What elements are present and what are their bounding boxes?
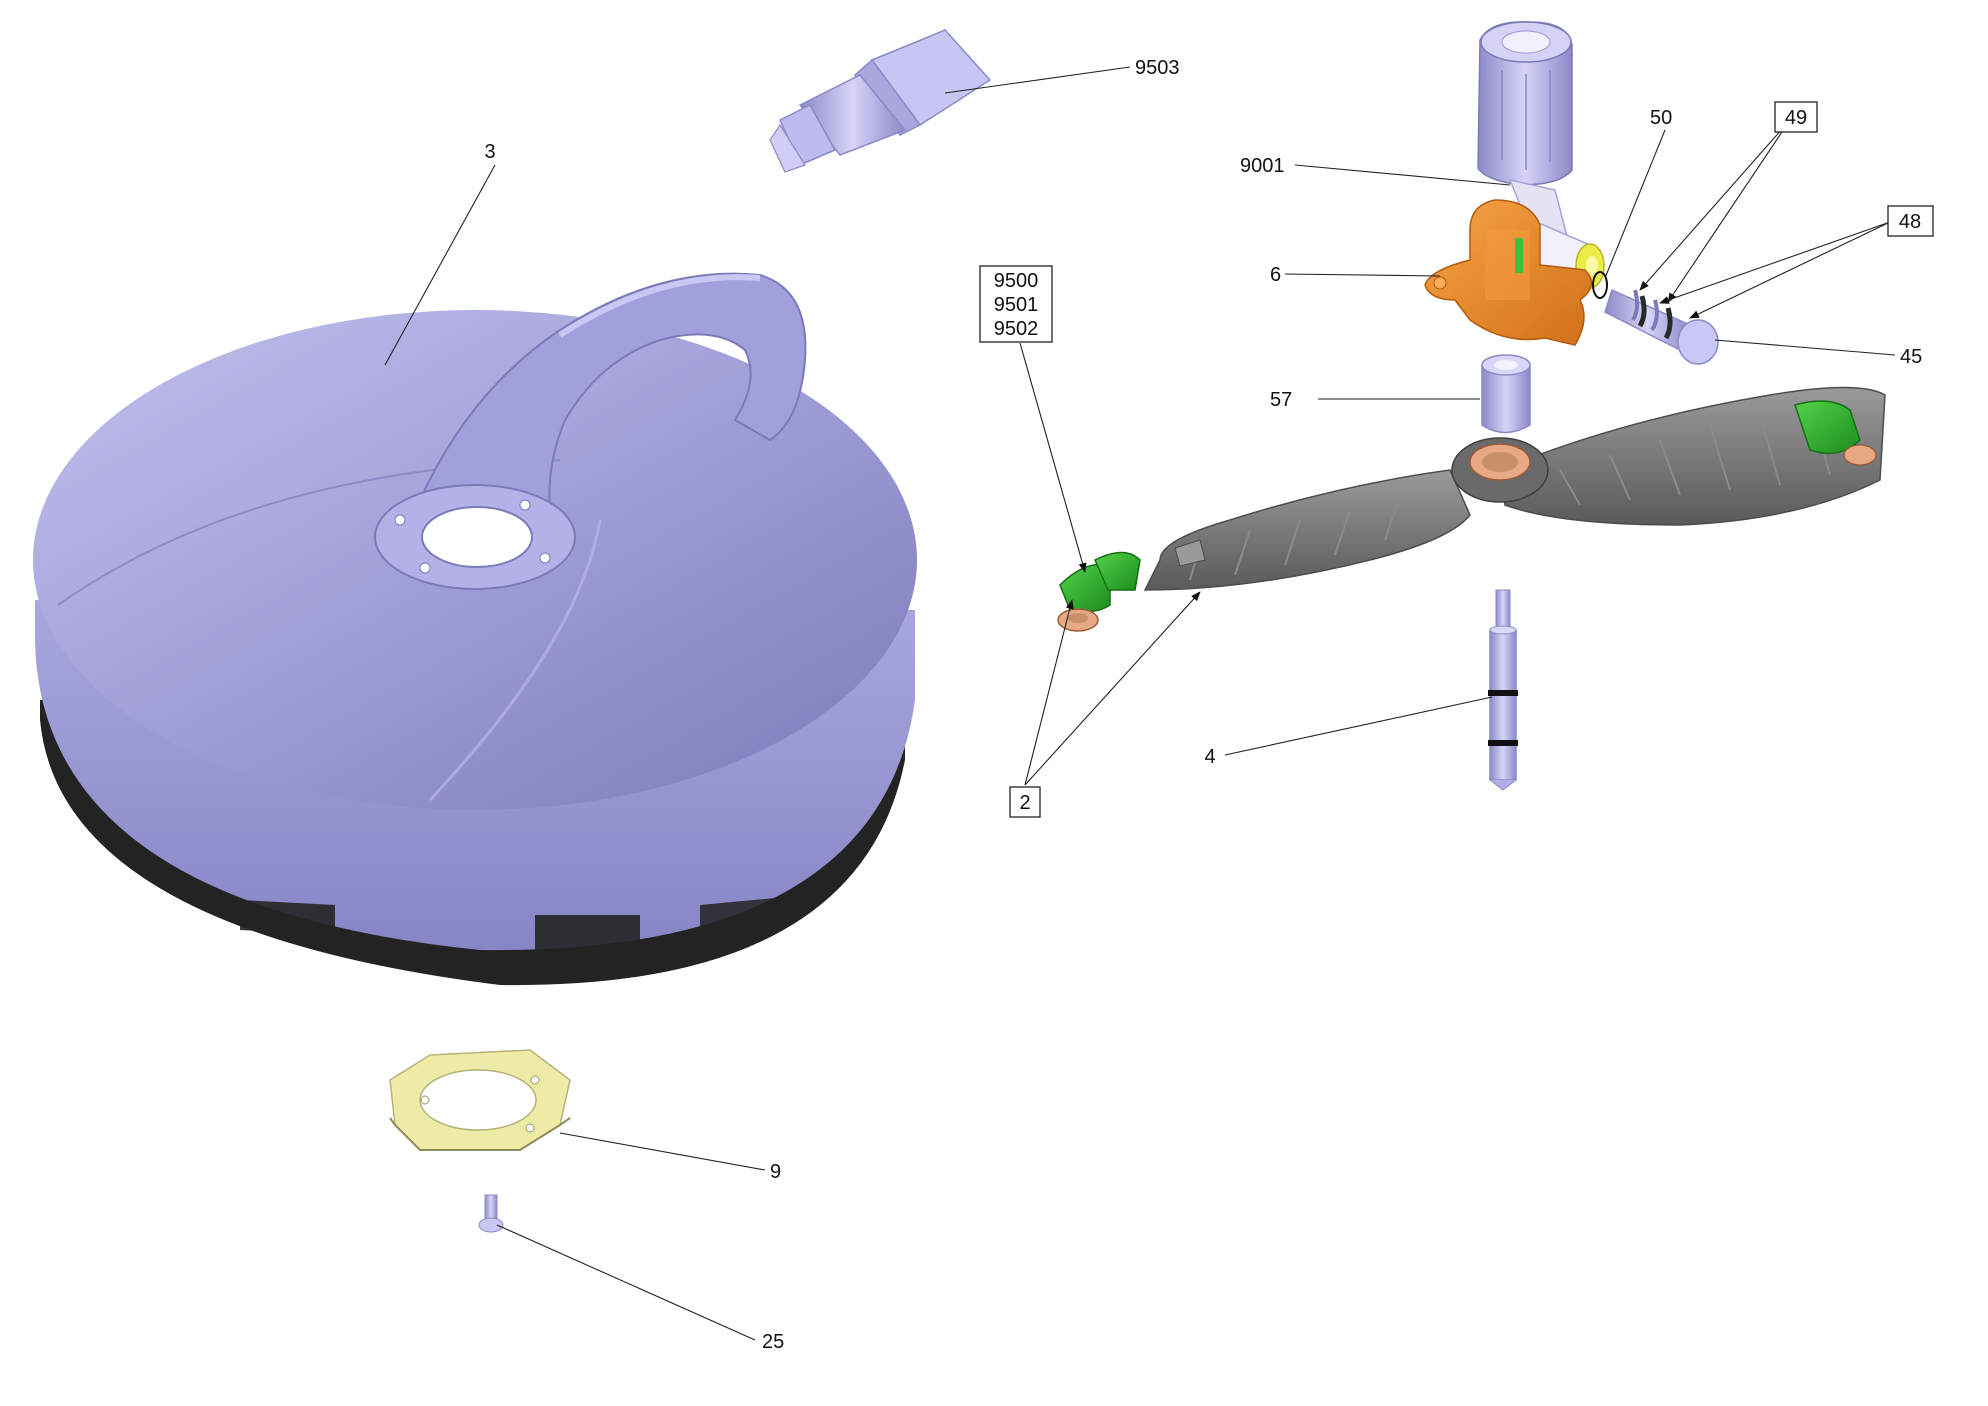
adapter-part-9503 xyxy=(769,29,992,173)
shaft-part-4 xyxy=(1488,589,1518,791)
label-9: 9 xyxy=(770,1161,781,1183)
label-9001: 9001 xyxy=(1240,155,1285,177)
label-50: 50 xyxy=(1650,107,1672,129)
label-49-box xyxy=(1774,101,1818,133)
label-2-box xyxy=(1009,786,1041,818)
knob-part-9001 xyxy=(1477,21,1605,289)
gasket-part-9 xyxy=(389,1049,571,1151)
label-49: 49 xyxy=(1785,107,1807,129)
label-6: 6 xyxy=(1270,264,1281,286)
label-9503: 9503 xyxy=(1135,57,1180,79)
seal-part-50 xyxy=(1592,271,1608,299)
label-9501: 9501 xyxy=(994,294,1039,316)
label-9500: 9500 xyxy=(994,270,1039,292)
rotor-arm xyxy=(1143,386,1886,591)
nozzle-part-2 xyxy=(1057,551,1141,632)
label-48-box xyxy=(1887,205,1934,237)
holder-part-6 xyxy=(1424,199,1593,346)
label-9500-group-box xyxy=(979,265,1053,343)
label-3: 3 xyxy=(484,141,495,163)
label-4: 4 xyxy=(1204,746,1215,768)
screw-part-25 xyxy=(478,1194,504,1233)
label-2: 2 xyxy=(1019,792,1030,814)
label-25: 25 xyxy=(762,1331,784,1353)
part-labels: 3 9503 9001 50 49 48 6 45 57 9500 9501 9… xyxy=(484,57,1934,1353)
label-45: 45 xyxy=(1900,346,1922,368)
label-9502: 9502 xyxy=(994,318,1039,340)
bushing-part-57 xyxy=(1481,354,1531,434)
label-48: 48 xyxy=(1899,211,1921,233)
label-57: 57 xyxy=(1270,389,1292,411)
cover-part-3 xyxy=(33,272,917,986)
screw-part-45 xyxy=(1604,288,1719,365)
leader-lines xyxy=(384,66,1896,1341)
